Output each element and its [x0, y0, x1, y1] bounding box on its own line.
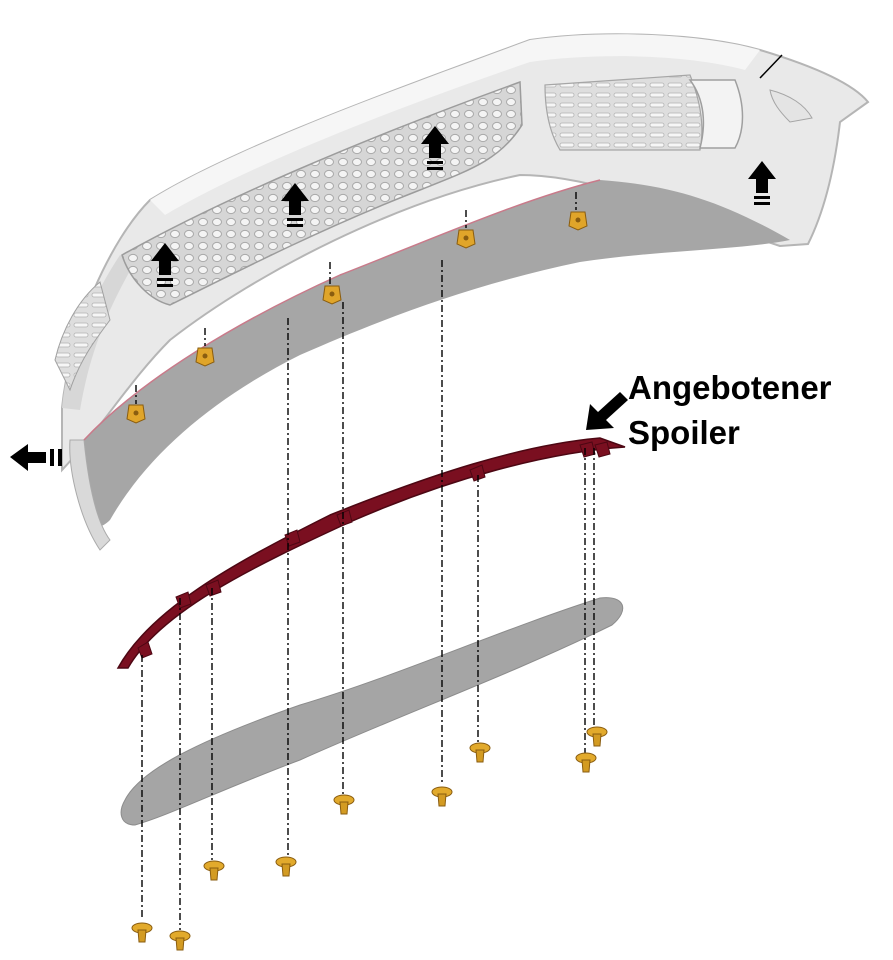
screw-clip-icon	[195, 347, 215, 367]
screw-clip-icon	[575, 752, 597, 773]
screw-clip-icon	[568, 211, 588, 231]
bumper-corner-left	[69, 439, 111, 551]
left-vent-slats	[54, 281, 111, 392]
lower-grille-mesh	[121, 80, 523, 306]
screw-clip-icon	[333, 794, 355, 815]
removal-arrows	[10, 126, 776, 471]
screw-clip-icon	[275, 856, 297, 877]
screw-clip-icon	[126, 404, 146, 424]
screw-clip-icon	[203, 860, 225, 881]
cut-mark	[759, 54, 783, 79]
underside-edge	[83, 179, 601, 441]
fog-light-opening	[688, 79, 744, 149]
screw-clip-icon	[469, 742, 491, 763]
spoiler-callout-label: Angebotener Spoiler	[628, 365, 832, 455]
spoiler-lip-strip	[116, 437, 626, 669]
screw-clip-icon	[586, 726, 608, 747]
callout-line-1: Angebotener	[628, 369, 832, 406]
bumper-cover	[54, 33, 870, 551]
bumper-underside	[84, 180, 790, 527]
assembly-guide-lines	[135, 192, 595, 930]
screw-clip-icon	[322, 285, 342, 305]
screw-clip-icon	[431, 786, 453, 807]
bumper-top-highlight	[150, 34, 760, 215]
screw-clip-icon	[131, 922, 153, 943]
screw-clip-icon	[169, 930, 191, 951]
side-vent-slats	[544, 74, 703, 151]
arrow-down-left-icon	[586, 392, 628, 430]
arrow-left-icon	[10, 444, 62, 471]
callout-line-2: Spoiler	[628, 414, 740, 451]
spoiler-plate	[120, 597, 624, 826]
screw-clip-icon	[456, 229, 476, 249]
corner-opening	[769, 89, 813, 123]
spoiler-lip	[116, 437, 626, 669]
